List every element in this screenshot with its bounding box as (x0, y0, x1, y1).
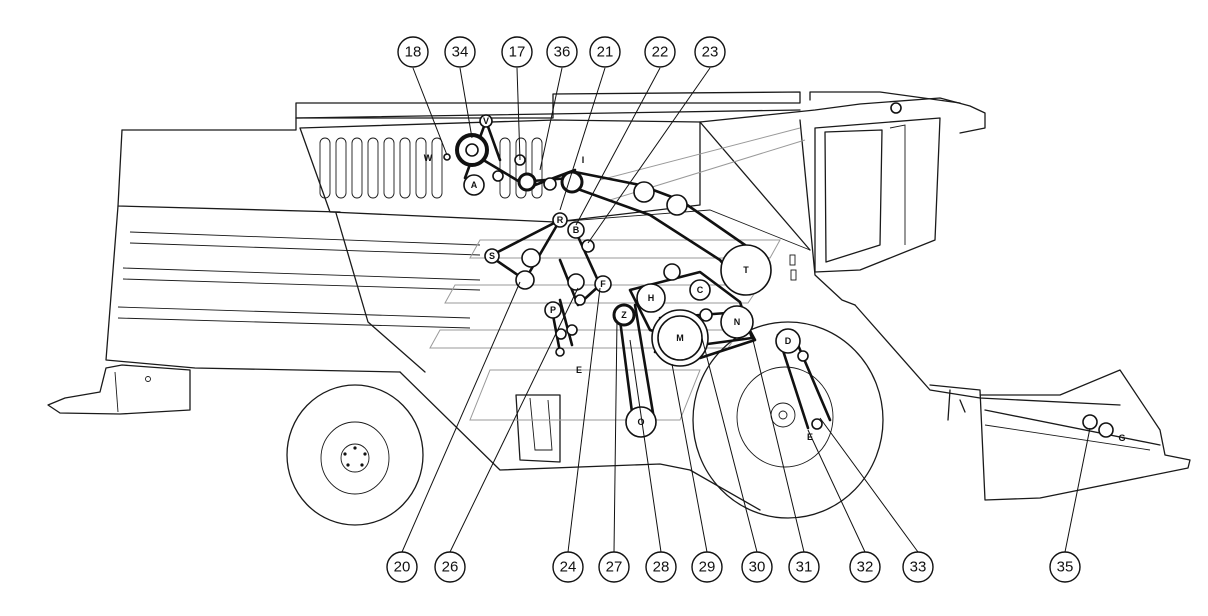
callout-27: 27 (598, 551, 630, 583)
combine-body-outline (47, 91, 1191, 511)
pulley-label-a: A (471, 180, 478, 190)
pulley-label-s: S (489, 251, 495, 261)
svg-text:30: 30 (749, 559, 766, 576)
callout-17: 17 (501, 36, 533, 68)
svg-text:22: 22 (652, 44, 669, 61)
svg-text:24: 24 (560, 559, 577, 576)
svg-text:29: 29 (699, 559, 716, 576)
svg-text:36: 36 (554, 44, 571, 61)
pulley-label-w: W (424, 153, 433, 163)
pulley-label-f: F (600, 279, 606, 289)
svg-text:27: 27 (606, 559, 623, 576)
svg-text:32: 32 (857, 559, 874, 576)
pulley-label-v: V (483, 116, 489, 126)
pulley-label-o: O (637, 417, 644, 427)
callouts-top: 18 34 17 36 21 22 23 (397, 36, 726, 68)
pulley-label-n: N (734, 317, 741, 327)
rear-wheel (286, 384, 424, 526)
callout-35: 35 (1049, 551, 1081, 583)
svg-text:28: 28 (653, 559, 670, 576)
callout-29: 29 (691, 551, 723, 583)
callout-30: 30 (741, 551, 773, 583)
callout-22: 22 (644, 36, 676, 68)
callout-26: 26 (434, 551, 466, 583)
svg-text:21: 21 (597, 44, 614, 61)
svg-text:35: 35 (1057, 559, 1074, 576)
front-wheel (692, 321, 884, 519)
callout-18: 18 (397, 36, 429, 68)
callout-34: 34 (444, 36, 476, 68)
pulley-label-e-lower: E (807, 432, 813, 442)
pulley-label-i: I (582, 155, 585, 165)
pulley-label-m: M (676, 333, 684, 343)
callout-23: 23 (694, 36, 726, 68)
pulley-label-p: P (550, 305, 556, 315)
callout-32: 32 (849, 551, 881, 583)
louvres (319, 137, 543, 199)
svg-text:31: 31 (796, 559, 813, 576)
svg-text:17: 17 (509, 44, 526, 61)
callout-24: 24 (552, 551, 584, 583)
pulley-label-d: D (785, 336, 792, 346)
leader-lines (401, 67, 1091, 553)
svg-text:23: 23 (702, 44, 719, 61)
pulley-label-g: G (1118, 433, 1125, 443)
callouts-bottom: 20 26 24 27 28 29 30 31 (386, 551, 1081, 583)
pulley-label-c: C (697, 285, 704, 295)
callout-28: 28 (645, 551, 677, 583)
pulley-label-z: Z (621, 310, 627, 320)
pulley-label-b: B (573, 225, 580, 235)
pulley-label-r: R (557, 215, 564, 225)
svg-text:20: 20 (394, 559, 411, 576)
svg-text:18: 18 (405, 44, 422, 61)
pulley-label-t: T (743, 265, 749, 275)
callout-20: 20 (386, 551, 418, 583)
svg-text:33: 33 (910, 559, 927, 576)
pulley-label-h: H (648, 293, 655, 303)
pulleys: V W A I R B S F (424, 102, 1126, 443)
callout-33: 33 (902, 551, 934, 583)
pulley-label-e: E (576, 365, 582, 375)
callout-36: 36 (546, 36, 578, 68)
callout-31: 31 (788, 551, 820, 583)
callout-21: 21 (589, 36, 621, 68)
svg-text:26: 26 (442, 559, 459, 576)
svg-text:34: 34 (452, 44, 469, 61)
